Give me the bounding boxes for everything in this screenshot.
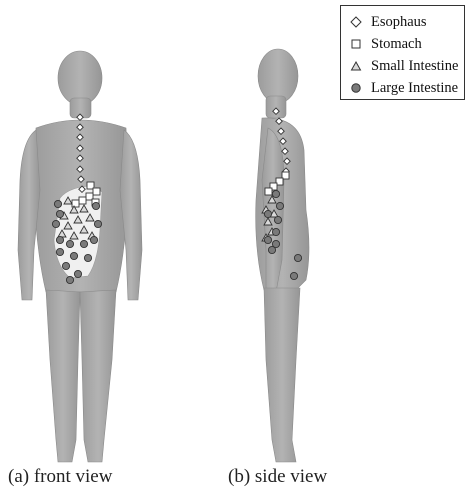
legend-label: Esophaus bbox=[371, 14, 427, 31]
front-stomach-marker bbox=[79, 197, 86, 204]
front-stomach-marker bbox=[93, 188, 100, 195]
legend: Esophaus Stomach Small Intestine Large I… bbox=[340, 5, 465, 100]
side-head bbox=[258, 49, 298, 103]
front-large-intestine-marker bbox=[56, 210, 63, 217]
legend-label: Stomach bbox=[371, 36, 422, 53]
legend-item-small-intestine: Small Intestine bbox=[349, 56, 458, 76]
legend-item-esophagus: Esophaus bbox=[349, 12, 427, 32]
side-large-intestine-marker bbox=[268, 246, 275, 253]
front-large-intestine-marker bbox=[84, 254, 91, 261]
front-large-intestine-marker bbox=[66, 240, 73, 247]
front-large-intestine-marker bbox=[56, 248, 63, 255]
front-left-arm bbox=[18, 130, 40, 300]
front-stomach-marker bbox=[72, 200, 79, 207]
front-large-intestine-marker bbox=[92, 202, 99, 209]
side-stomach-marker bbox=[265, 188, 272, 195]
front-large-intestine-marker bbox=[80, 240, 87, 247]
front-large-intestine-marker bbox=[52, 220, 59, 227]
caption-front-view: (a) front view bbox=[8, 466, 112, 488]
front-left-leg bbox=[46, 290, 80, 462]
front-large-intestine-marker bbox=[74, 270, 81, 277]
side-large-intestine-marker bbox=[264, 210, 271, 217]
legend-item-large-intestine: Large Intestine bbox=[349, 78, 458, 98]
front-large-intestine-marker bbox=[90, 236, 97, 243]
front-right-arm bbox=[120, 130, 142, 300]
front-large-intestine-marker bbox=[56, 236, 63, 243]
legend-label: Small Intestine bbox=[371, 58, 458, 75]
side-large-intestine-marker bbox=[272, 228, 279, 235]
side-large-intestine-marker bbox=[294, 254, 301, 261]
side-large-intestine-marker bbox=[264, 236, 271, 243]
front-large-intestine-marker bbox=[62, 262, 69, 269]
caption-side-view: (b) side view bbox=[228, 466, 327, 488]
legend-label: Large Intestine bbox=[371, 80, 458, 97]
square-marker-icon bbox=[349, 37, 363, 51]
front-large-intestine-marker bbox=[54, 200, 61, 207]
front-large-intestine-marker bbox=[66, 276, 73, 283]
side-large-intestine-marker bbox=[274, 216, 281, 223]
diamond-marker-icon bbox=[349, 15, 363, 29]
side-large-intestine-marker bbox=[272, 190, 279, 197]
triangle-marker-icon bbox=[349, 59, 363, 73]
front-large-intestine-marker bbox=[94, 220, 101, 227]
front-head bbox=[58, 51, 102, 105]
legend-item-stomach: Stomach bbox=[349, 34, 422, 54]
front-right-leg bbox=[80, 290, 116, 462]
front-large-intestine-marker bbox=[70, 252, 77, 259]
side-large-intestine-marker bbox=[276, 202, 283, 209]
side-large-intestine-marker bbox=[290, 272, 297, 279]
circle-marker-icon bbox=[349, 81, 363, 95]
side-leg bbox=[264, 288, 300, 462]
